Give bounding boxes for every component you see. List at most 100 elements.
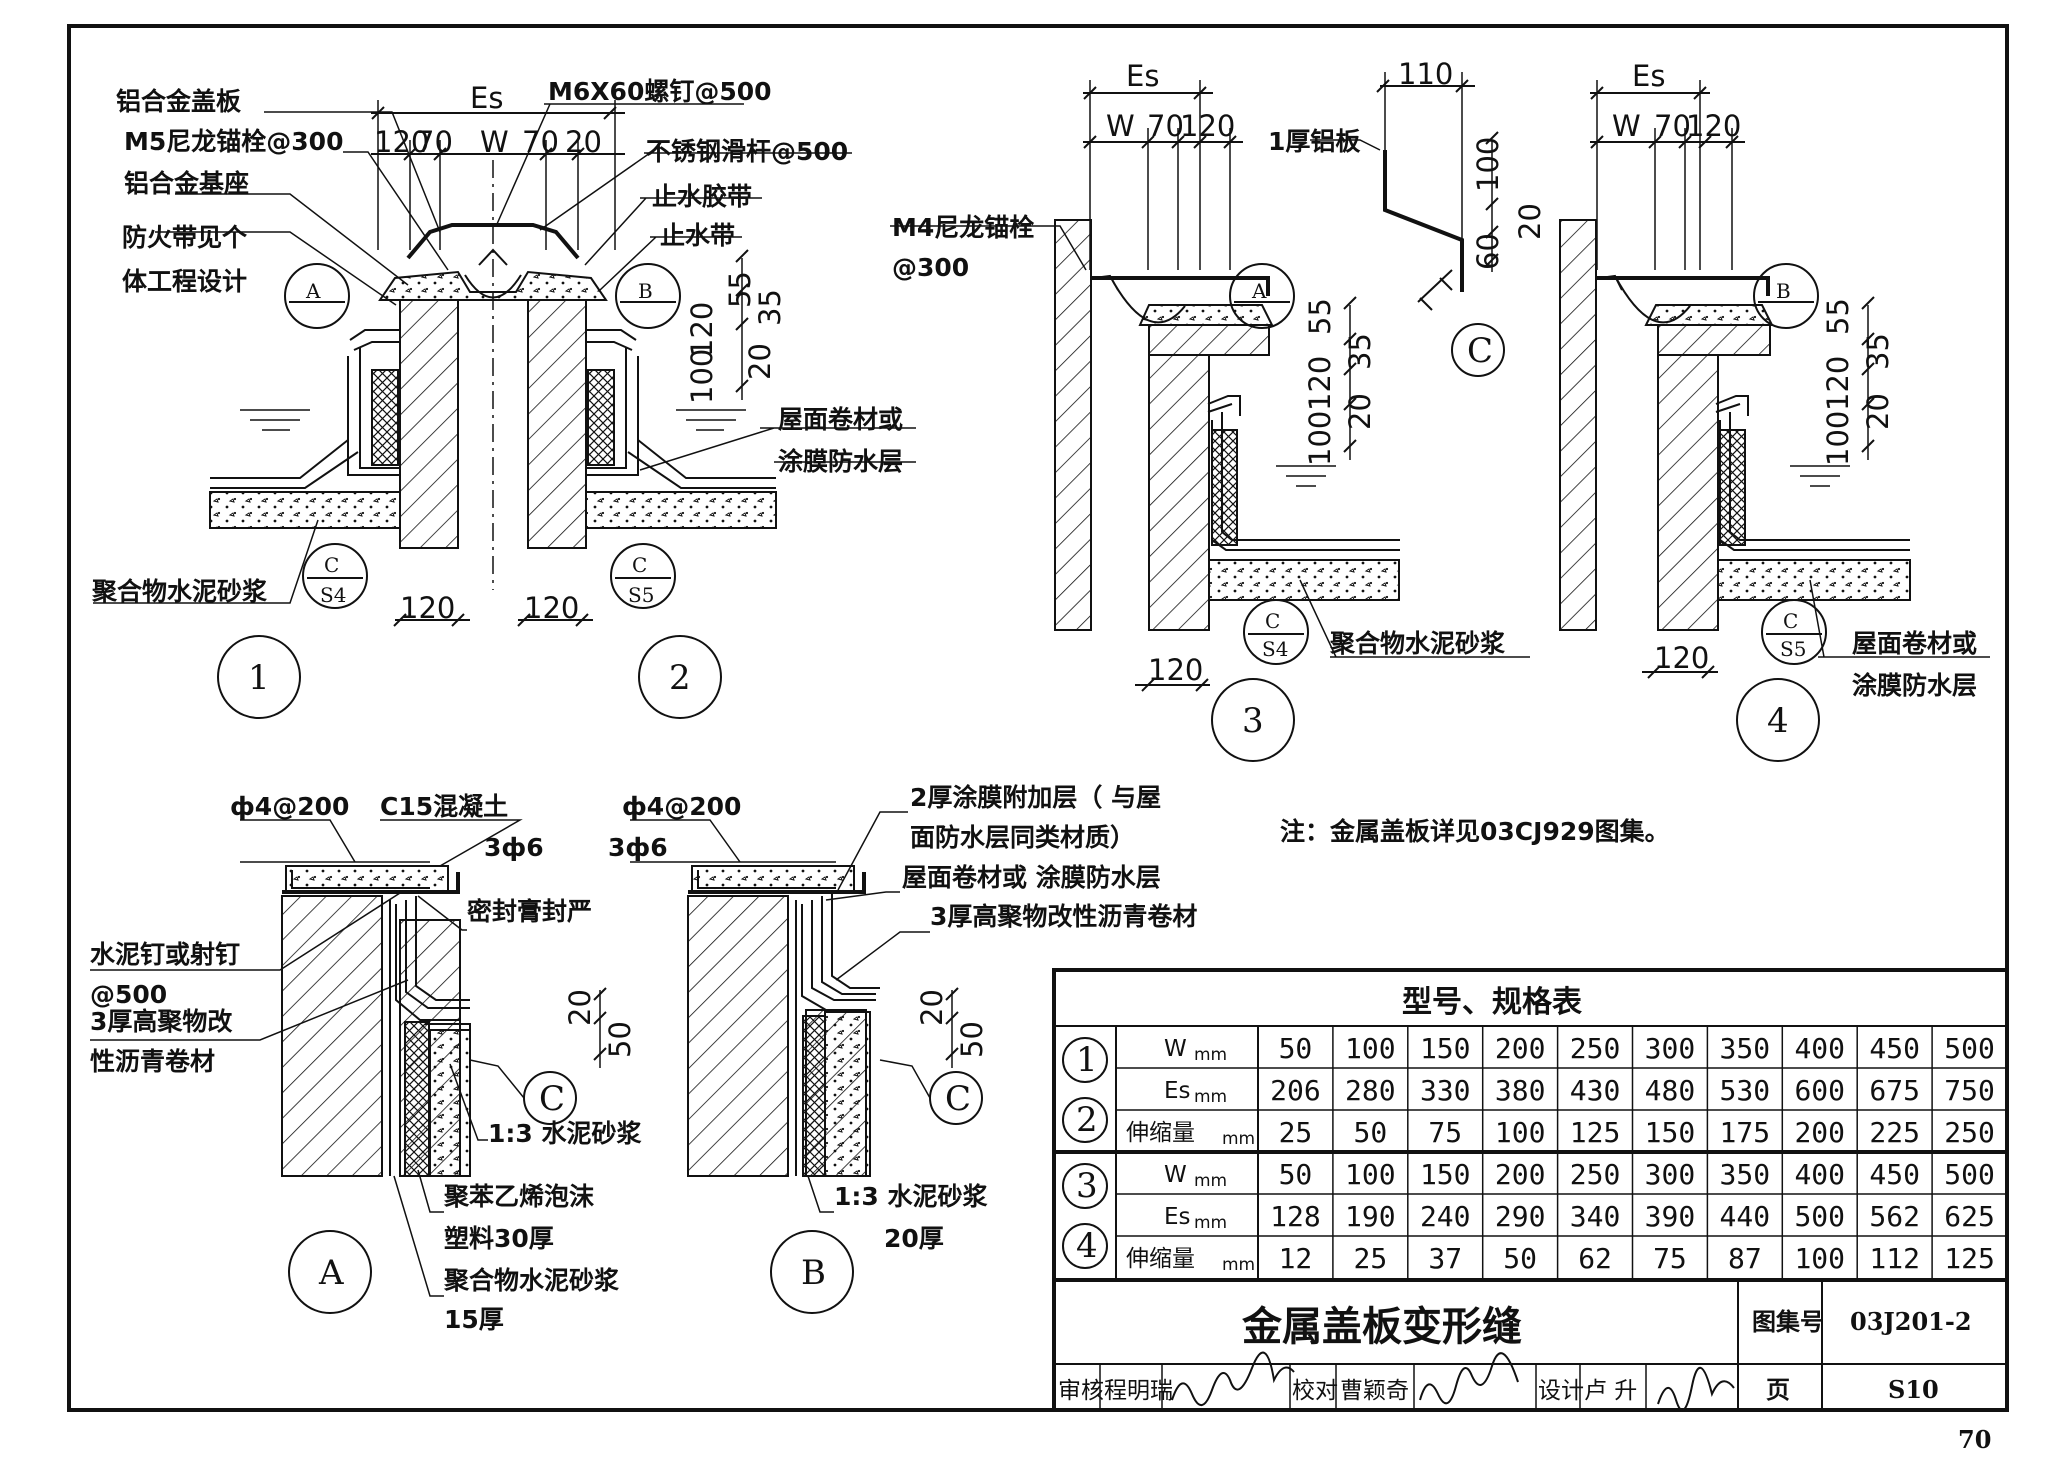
label-firestop: 防火带见个 [122,223,248,252]
dim-20: 20 [1861,393,1895,430]
dim-120: 120 [400,591,455,625]
table-cell: 50 [1279,1158,1313,1191]
label-nail-spacing: @500 [90,980,167,1009]
table-cell: 250 [1570,1158,1621,1191]
wall [281,895,383,1177]
ref-s4: S4 [1262,637,1288,661]
table-title: 型号、规格表 [1402,985,1582,1020]
table-cell: 400 [1794,1158,1845,1191]
label-screw: M6X60螺钉@500 [548,77,772,106]
table-cell: 250 [1944,1116,1995,1149]
dim-120: 120 [1654,641,1709,675]
dim-120: 120 [1180,109,1235,143]
table-cell: 125 [1944,1242,1995,1275]
table-cell: 350 [1720,1158,1771,1191]
table-cell: 225 [1869,1116,1920,1149]
checker-name: 曹颖奇 [1340,1378,1409,1404]
ref-s5: S5 [1780,637,1806,661]
table-cell: 562 [1869,1200,1920,1233]
table-cell: 50 [1353,1116,1387,1149]
label-bar: 3ф6 [608,833,668,862]
label-mortar: 1:3 水泥砂浆 [488,1119,642,1148]
label-thickness: 20厚 [884,1224,944,1253]
dim-50: 50 [603,1021,637,1058]
detail-marker-a [288,1230,372,1314]
reviewer-name: 程明瑞 [1104,1378,1173,1404]
table-cell: 300 [1645,1032,1696,1065]
wall-existing [1054,219,1092,631]
checker-role: 校对 [1292,1378,1338,1404]
sheet-number: 70 [1958,1425,1991,1454]
table-row-label: 伸缩量 [1126,1246,1195,1272]
label-coating: 面防水层同类材质） [910,823,1135,852]
label-thickness: 15厚 [444,1305,504,1334]
table-cell: 100 [1794,1242,1845,1275]
detail-letter: A [318,1253,344,1293]
table-cell: 280 [1345,1074,1396,1107]
dim-120: 120 [1148,653,1203,687]
ref-a: A [305,279,321,303]
label-roof-membrane: 屋面卷材或 [778,405,903,434]
dim-110: 110 [1398,57,1453,91]
table-cell: 12 [1279,1242,1313,1275]
table-cell: 450 [1869,1032,1920,1065]
ref-c: C [1265,609,1280,633]
detail-c: 110 100 20 60 1厚铝板 C [1268,57,1547,377]
table-cell: 100 [1495,1116,1546,1149]
wall-new [1657,354,1719,631]
atlas-label: 图集号 [1752,1308,1824,1336]
dim-70: 70 [1654,109,1691,143]
table-row-label: Es [1164,1204,1191,1230]
table-cell: 300 [1645,1158,1696,1191]
detail-1-2: Es 120 70 W 70 20 55 35 20 120 [91,77,916,719]
dim-60: 60 [1471,233,1505,270]
detail-marker-1 [217,635,301,719]
reviewer-role: 审核 [1058,1378,1104,1404]
label-roof-membrane: 涂膜防水层 [778,447,903,476]
designer-name: 卢 升 [1584,1378,1637,1404]
table-row-unit: mm [1194,1045,1227,1065]
dim-100: 100 [1821,411,1855,466]
dim-35: 35 [1861,333,1895,370]
label-polymer-mortar: 聚合物水泥砂浆 [443,1266,619,1295]
dim-50: 50 [955,1021,989,1058]
label-bar: 3ф6 [484,833,544,862]
table-cell: 150 [1420,1032,1471,1065]
table-cell: 450 [1869,1158,1920,1191]
table-group-id: 4 [1076,1226,1098,1266]
label-nail: 水泥钉或射钉 [90,940,240,969]
atlas-number: 03J201-2 [1850,1307,1972,1336]
page-label: 页 [1766,1376,1790,1404]
table-cell: 600 [1794,1074,1845,1107]
label-waterstop: 止水带 [660,221,735,250]
table-cell: 350 [1720,1032,1771,1065]
detail-marker-b [770,1230,854,1314]
label-slide-rod: 不锈钢滑杆@500 [646,137,848,166]
label-polymer-mortar: 聚合物水泥砂浆 [91,577,267,606]
table-group-marker [1062,1163,1108,1209]
ref-a: A [1251,279,1267,303]
dim-70: 70 [416,125,453,159]
dim-120: 120 [1821,356,1855,411]
table-cell: 430 [1570,1074,1621,1107]
dim-55: 55 [1821,298,1855,335]
dim-120: 120 [685,302,719,357]
label-sbs: 3厚高聚物改性沥青卷材 [930,902,1197,931]
table-cell: 340 [1570,1200,1621,1233]
wall-left [399,299,459,549]
label-cover-plate: 铝合金盖板 [116,87,241,116]
table-group-id: 3 [1076,1166,1098,1206]
ref-b: B [638,279,653,303]
table-row-unit: mm [1194,1087,1227,1107]
table-row-label: Es [1164,1078,1191,1104]
table-group-marker [1062,1037,1108,1083]
label-roof-membrane: 屋面卷材或 涂膜防水层 [902,863,1161,892]
dim-es: Es [1632,59,1665,93]
dim-20: 20 [565,125,602,159]
dim-es: Es [1126,59,1159,93]
note: 注：金属盖板详见03CJ929图集。 [1280,817,1670,846]
table-cell: 530 [1720,1074,1771,1107]
table-cell: 75 [1653,1242,1687,1275]
table-cell: 75 [1428,1116,1462,1149]
